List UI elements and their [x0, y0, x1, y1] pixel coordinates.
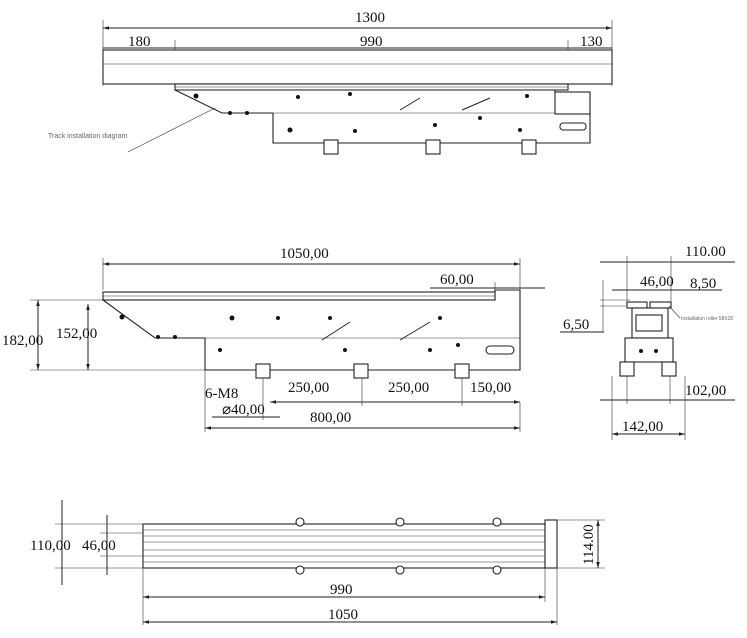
- dim-middle-label: 990: [360, 34, 383, 50]
- plan-view: 110,00 46,00 114.00 990 1050: [30, 500, 605, 625]
- dim-plan-gap: 46,00: [82, 538, 116, 554]
- front-view: 1050,00 60,00 182,00 152,00 6-M8 250,00 …: [2, 246, 545, 432]
- dim-inner: 102,00: [685, 383, 726, 399]
- dim-overall-label: 1300: [355, 10, 385, 26]
- dim-holes: 6-M8: [205, 386, 238, 402]
- dim-height-total: 182,00: [2, 333, 43, 349]
- dim-rail-w: 8,50: [690, 276, 716, 292]
- dim-length: 1050,00: [280, 246, 329, 262]
- dim-pitch1: 250,00: [288, 380, 329, 396]
- dim-pitch2: 250,00: [388, 380, 429, 396]
- top-view: 1300 180 990 130 Track installation diag…: [48, 10, 613, 155]
- dim-step: 60,00: [440, 272, 474, 288]
- roller-note: Installation roller 58X20: [681, 316, 733, 322]
- dim-outer: 142,00: [622, 419, 663, 435]
- dim-rail-gap: 46,00: [640, 274, 674, 290]
- dim-width-top: 110.00: [685, 244, 726, 260]
- side-view: 110.00 46,00 8,50 6,50 Installation roll…: [560, 244, 735, 440]
- dim-plan-width: 110,00: [30, 538, 71, 554]
- dim-plan-height: 114.00: [581, 524, 597, 565]
- dim-height-body: 152,00: [56, 326, 97, 342]
- dim-left-label: 180: [128, 34, 151, 50]
- dim-base: 800,00: [310, 410, 351, 426]
- dim-rail-h: 6,50: [563, 317, 589, 333]
- dim-total-len: 1050: [328, 607, 358, 623]
- dim-end: 150,00: [470, 380, 511, 396]
- dim-hole-dia: ⌀40,00: [222, 402, 265, 418]
- track-note: Track installation diagram: [48, 133, 128, 140]
- dim-right-label: 130: [580, 34, 603, 50]
- dim-inner-len: 990: [330, 582, 353, 598]
